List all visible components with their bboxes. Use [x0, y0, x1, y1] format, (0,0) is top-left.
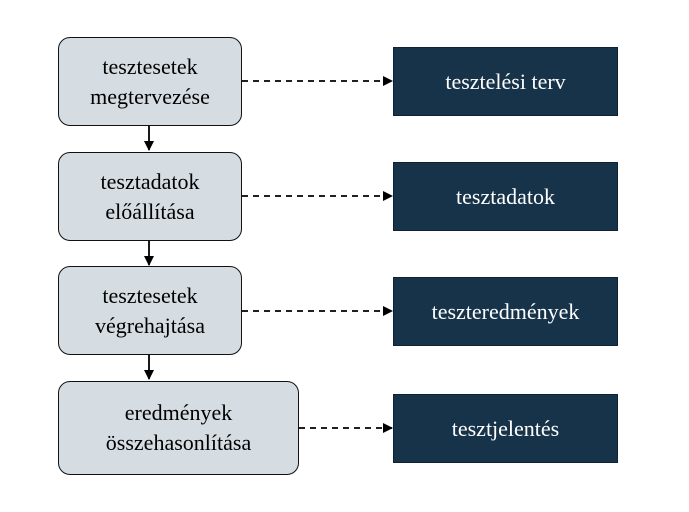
output-box-test-data: tesztadatok	[393, 162, 618, 231]
step-label-line1: tesztesetek	[102, 53, 198, 79]
output-box-test-report: tesztjelentés	[393, 394, 618, 463]
output-label: tesztadatok	[456, 183, 555, 209]
step-label-line1: tesztesetek	[102, 282, 198, 308]
step-box-compare-results: eredmények összehasonlítása	[58, 381, 299, 475]
step-box-execute-test-cases: tesztesetek végrehajtása	[58, 266, 242, 355]
step-box-prepare-test-data: tesztadatok előállítása	[58, 152, 242, 241]
output-label: teszteredmények	[431, 298, 580, 324]
step-label-line1: eredmények	[124, 400, 233, 425]
output-box-test-results: teszteredmények	[393, 277, 618, 346]
step-label-line2: végrehajtása	[95, 312, 205, 338]
step-label-line2: előállítása	[105, 198, 195, 224]
step-box-design-test-cases: tesztesetek megtervezése	[58, 37, 242, 126]
output-box-test-plan: tesztelési terv	[393, 47, 618, 116]
output-label: tesztelési terv	[445, 68, 566, 94]
step-label-line2: megtervezése	[90, 83, 210, 109]
output-label: tesztjelentés	[451, 415, 560, 441]
step-label-line2: összehasonlítása	[105, 430, 252, 455]
step-label-line1: tesztadatok	[100, 168, 200, 194]
